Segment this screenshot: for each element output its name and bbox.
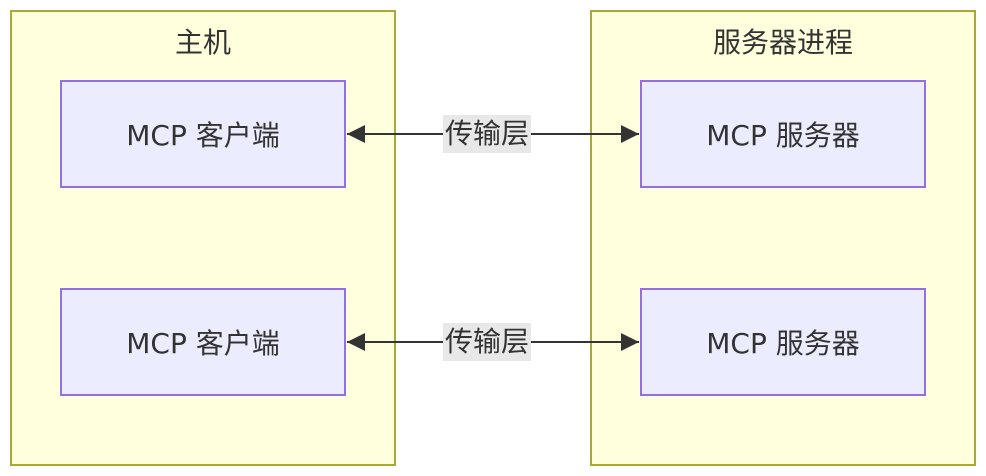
edge-label-1: 传输层: [443, 115, 532, 153]
mcp-server-node-1[interactable]: MCP 服务器: [640, 80, 926, 188]
mcp-server-node-2[interactable]: MCP 服务器: [640, 288, 926, 396]
edge-label-2: 传输层: [443, 323, 532, 361]
mcp-client-node-1[interactable]: MCP 客户端: [60, 80, 346, 188]
server-process-cluster-title: 服务器进程: [712, 26, 853, 59]
mcp-client-node-2[interactable]: MCP 客户端: [60, 288, 346, 396]
host-cluster-title: 主机: [174, 26, 231, 59]
